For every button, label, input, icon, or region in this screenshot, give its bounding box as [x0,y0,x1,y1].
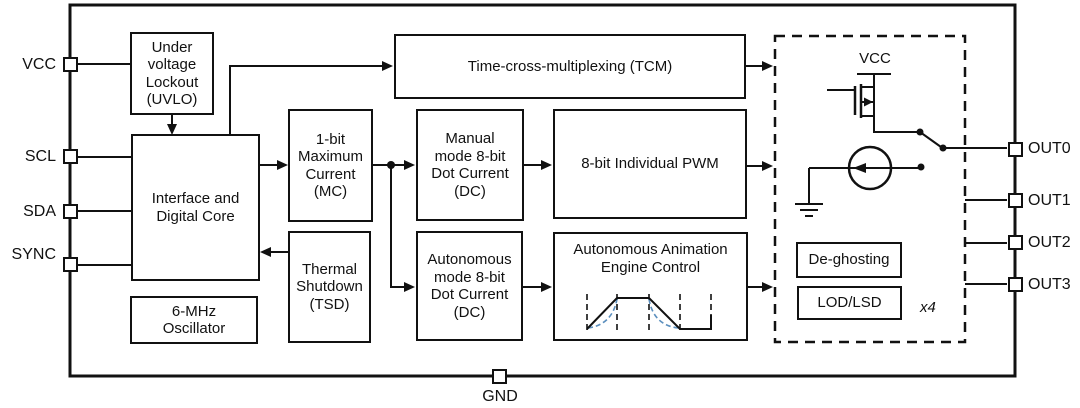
current-source-icon [809,145,918,191]
pin-sync [62,257,78,272]
pin-out2 [1007,235,1023,250]
ground-icon [795,168,823,217]
block-thermal-shutdown: Thermal Shutdown (TSD) [288,231,371,343]
block-uvlo: Under voltage Lockout (UVLO) [130,32,214,115]
chip-outline [68,3,1017,378]
output-stage-vcc-label: VCC [859,50,891,67]
switch-icon [916,128,947,171]
animation-waveform-icon [586,294,712,334]
block-lod-lsd: LOD/LSD [797,286,902,320]
junction-dot [387,161,395,169]
pin-label-scl: SCL [24,148,56,165]
block-manual-dot-current: Manual mode 8-bit Dot Current (DC) [416,109,524,221]
block-maximum-current: 1-bit Maximum Current (MC) [288,109,373,222]
pin-out3 [1007,277,1023,292]
connection-lines [78,63,1007,288]
pin-label-sync: SYNC [11,246,56,263]
block-individual-pwm: 8-bit Individual PWM [553,109,747,219]
pin-sda [62,203,78,219]
pin-label-out0: OUT0 [1028,140,1071,157]
pin-gnd [492,368,507,384]
block-autonomous-dot-current: Autonomous mode 8-bit Dot Current (DC) [416,231,523,341]
pin-vcc [62,56,78,72]
pin-label-gnd: GND [482,388,518,405]
block-deghosting: De-ghosting [796,242,902,278]
pin-label-sda: SDA [23,203,56,220]
block-oscillator: 6-MHz Oscillator [130,296,258,344]
block-interface-digital-core: Interface and Digital Core [131,134,260,281]
pin-label-out3: OUT3 [1028,276,1071,293]
pin-scl [62,149,78,164]
multiplier-label: x4 [920,299,936,316]
pin-out0 [1007,141,1023,157]
block-tcm: Time-cross-multiplexing (TCM) [394,34,746,99]
block-animation-engine: Autonomous Animation Engine Control [553,232,748,341]
mosfet-icon [827,73,917,133]
animation-engine-label: Autonomous Animation Engine Control [573,241,728,276]
arrowheads [167,61,773,292]
pin-label-vcc: VCC [22,56,56,73]
pin-label-out2: OUT2 [1028,234,1071,251]
output-stage-dashed-box [773,34,967,344]
pin-out1 [1007,192,1023,208]
pin-label-out1: OUT1 [1028,192,1071,209]
